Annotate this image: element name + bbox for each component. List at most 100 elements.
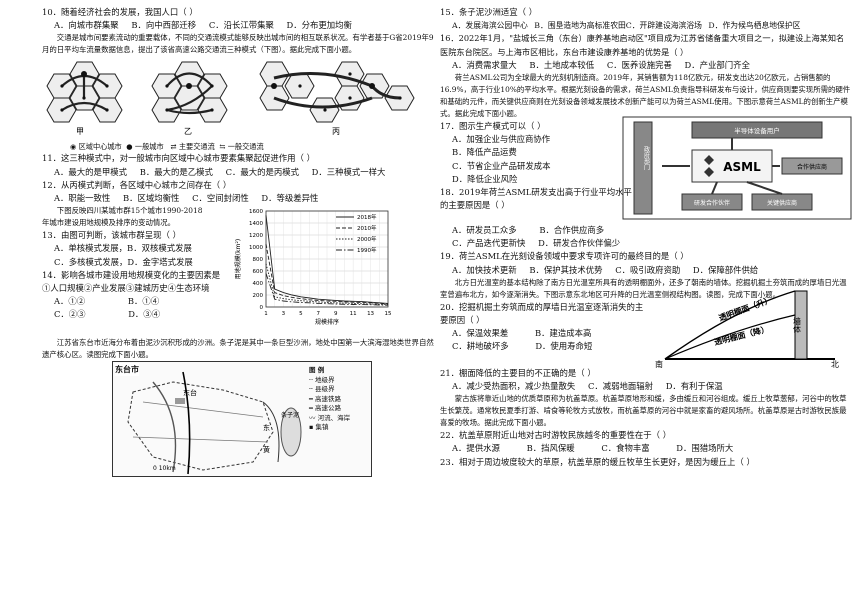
q19-option-b[interactable]: B．保护其技术优势 — [529, 264, 603, 275]
pattern-label-bing: 丙 — [332, 127, 340, 136]
q12-option-b[interactable]: B．区域均衡性 — [122, 193, 180, 204]
series-line-2018年 — [265, 215, 389, 305]
y-tick-label: 200 — [253, 293, 264, 299]
y-axis-label: 用地规模(km²) — [234, 239, 242, 279]
q17-option-c[interactable]: C．节省企业产品研发成本 — [452, 160, 551, 171]
greenhouse-north: 北 — [831, 360, 839, 369]
dongtai-map-svg: 东台 条子泥 东 黄 0 10km — [113, 362, 371, 477]
greenhouse-down-label: 透明棚面（降） — [713, 324, 770, 347]
map-legend-1: ┄ 地级界 — [309, 376, 350, 386]
q22-option-d[interactable]: D．围猎场所大 — [676, 443, 734, 454]
q20-option-b[interactable]: B．建造成本高 — [534, 328, 592, 339]
q12-option-a[interactable]: A．职能一致性 — [54, 193, 111, 204]
q21-options: A．减少受热面积，减少热量散失 C．减弱地面辐射 D．有利于保温 — [440, 380, 852, 393]
q14-option-b[interactable]: B．①④ — [127, 296, 160, 307]
map-title: 东台市 — [115, 363, 139, 377]
q10-option-d[interactable]: D．分布更加均衡 — [286, 20, 352, 31]
x-tick-label: 15 — [385, 311, 392, 317]
q12-option-c[interactable]: C．空间封闭性 — [192, 193, 249, 204]
map-legend-6: ▪ 集镇 — [309, 423, 350, 433]
left-column: 10．随着经济社会的发展，我国人口（ ） A．向城市群集聚 B．向中西部迁移 C… — [42, 6, 436, 478]
q19-option-a[interactable]: A．加快技术更新 — [452, 264, 517, 275]
q10-option-c[interactable]: C．沿长江带集聚 — [208, 20, 274, 31]
prefecture-boundary-icon: ┄ — [309, 375, 313, 384]
q19-option-c[interactable]: C．吸引政府资助 — [615, 264, 681, 275]
q20-option-c[interactable]: C．耕地破坏多 — [452, 341, 509, 352]
map-legend-4: ═ 高速公路 — [309, 404, 350, 414]
asml-model-diagram: 半导体设备用户 政府部门 ASML 合作供应商 研发合作伙伴 关键供应商 — [622, 116, 852, 220]
pattern-label-jia: 甲 — [76, 127, 84, 136]
map-place-dong: 东 — [263, 423, 270, 432]
map-legend-title: 图 例 — [309, 366, 325, 375]
map-place-dongtai: 东台 — [183, 388, 197, 397]
q19-option-d[interactable]: D．保障部件供给 — [692, 264, 759, 275]
map-legend-6-label: 集镇 — [315, 423, 329, 432]
q10-option-b[interactable]: B．向中西部迁移 — [131, 20, 197, 31]
q22-option-a[interactable]: A．提供水源 — [452, 443, 500, 454]
q14-option-a[interactable]: A．①② — [54, 296, 86, 307]
q15-option-bc[interactable]: B．围垦造地为高标准农田C．开辟建设海滨浴场 — [534, 21, 702, 31]
q21-option-c[interactable]: C．减弱地面辐射 — [587, 381, 654, 392]
q15-options: A．发展海滨公园中心 B．围垦造地为高标准农田C．开辟建设海滨浴场 D．作为候鸟… — [440, 19, 852, 32]
q13-option-cd[interactable]: C．多核模式发展，D．金字塔式发展 — [54, 256, 193, 267]
q20-options-1: A．保温效果差 B．建造成本高 — [440, 327, 650, 340]
q17-option-b[interactable]: B．降低产品运费 — [452, 147, 517, 158]
legend-label: 2018年 — [357, 213, 377, 221]
q17-q18-block: 17．图示生产模式可以（ ） A．加强企业与供应商协作 B．降低产品运费 C．节… — [440, 116, 852, 224]
diagram-left: 政府部门 — [643, 145, 650, 171]
q20-options-2: C．耕地破坏多 D．使用寿命短 — [440, 340, 650, 353]
diagram-center: ASML — [723, 160, 761, 174]
q18-option-c[interactable]: C．产品迭代更新快 — [452, 238, 526, 249]
q21-option-d[interactable]: D．有利于保温 — [665, 381, 723, 392]
q18-option-b[interactable]: B．合作供应商多 — [539, 225, 605, 236]
legend-main-flow: 主要交通流 — [178, 142, 215, 152]
q18-option-a[interactable]: A．研发员工众多 — [452, 225, 517, 236]
q11-option-c[interactable]: C．最大的是丙模式 — [225, 166, 299, 177]
q22-option-b[interactable]: B．挡风保暖 — [526, 443, 575, 454]
map-place-tiaozini: 条子泥 — [281, 411, 299, 419]
q15-option-a[interactable]: A．发展海滨公园中心 — [452, 21, 528, 31]
map-legend-5-label: 河流、海岸 — [317, 413, 351, 422]
highway-icon: ═ — [309, 404, 313, 413]
x-tick-label: 7 — [317, 311, 321, 317]
series-line-2000年 — [265, 263, 389, 306]
q15-option-d[interactable]: D．作为候鸟栖息地保护区 — [708, 21, 801, 31]
q17-option-a[interactable]: A．加强企业与供应商协作 — [452, 134, 551, 145]
passage-traffic: 交通是城市间要素流动的重要载体，不同的交通流模式能够反映出城市间的相互联系状况。… — [42, 33, 434, 55]
q20-option-d[interactable]: D．使用寿命短 — [535, 341, 593, 352]
q11-option-a[interactable]: A．最大的是甲模式 — [54, 166, 128, 177]
river-icon: 〰 — [309, 413, 316, 422]
q11-option-d[interactable]: D．三种模式一样大 — [311, 166, 386, 177]
q18-options-2: C．产品迭代更新快 D．研发合作伙伴偏少 — [440, 237, 852, 250]
q18-option-d[interactable]: D．研发合作伙伴偏少 — [538, 238, 621, 249]
diagram-top: 半导体设备用户 — [734, 126, 780, 135]
general-flow-icon: ⇆ — [219, 142, 226, 152]
q22-option-c[interactable]: C．食物丰富 — [601, 443, 650, 454]
legend-general-flow: 一般交通流 — [227, 142, 264, 152]
dongtai-map: 东台 条子泥 东 黄 0 10km 东台市 图 例 ┄ 地级界 ╌ 县级界 ━ … — [112, 361, 372, 478]
q15-stem: 15．条子泥沙洲适宜（ ） — [440, 7, 538, 17]
q16-stem: 16．2022年1月，"盐城长三角（东台）康养基地启动区"项目成为江苏省储备重大… — [440, 33, 845, 57]
q16-option-d[interactable]: D．产业部门齐全 — [684, 59, 750, 70]
map-scale: 0 10km — [153, 465, 176, 472]
q20-option-a[interactable]: A．保温效果差 — [452, 328, 509, 339]
q16-option-c[interactable]: C．医养设施完善 — [606, 59, 672, 70]
q11-options: A．最大的是甲模式 B．最大的是乙模式 C．最大的是丙模式 D．三种模式一样大 — [42, 166, 436, 179]
main-flow-icon: ⇄ — [170, 142, 177, 152]
q12-option-d[interactable]: D．等级差异性 — [261, 193, 319, 204]
q16-option-a[interactable]: A．消费需求量大 — [452, 59, 517, 70]
y-tick-label: 400 — [253, 281, 264, 287]
q13-option-ab[interactable]: A．单核模式发展，B．双核模式发展 — [54, 243, 192, 254]
passage-dongtai: 江苏省东台市近海分布着由泥沙沉积形成的沙洲。条子泥是其中一条巨型沙洲，地处中国第… — [42, 338, 434, 360]
q21-option-ab[interactable]: A．减少受热面积，减少热量散失 — [452, 381, 576, 392]
q16-option-b[interactable]: B．土地成本较低 — [529, 59, 595, 70]
q14-stem: 14．影响各城市建设用地规模变化的主要因素是 — [42, 269, 221, 280]
q17-option-d[interactable]: D．降低企业风险 — [452, 173, 518, 184]
q14-option-c[interactable]: C．②③ — [54, 309, 86, 320]
county-boundary-icon: ╌ — [309, 385, 313, 394]
q10-option-a[interactable]: A．向城市群集聚 — [54, 20, 119, 31]
y-tick-label: 800 — [253, 257, 264, 263]
q11-option-b[interactable]: B．最大的是乙模式 — [139, 166, 213, 177]
railway-icon: ━ — [309, 394, 313, 403]
q14-option-d[interactable]: D．③④ — [128, 309, 161, 320]
